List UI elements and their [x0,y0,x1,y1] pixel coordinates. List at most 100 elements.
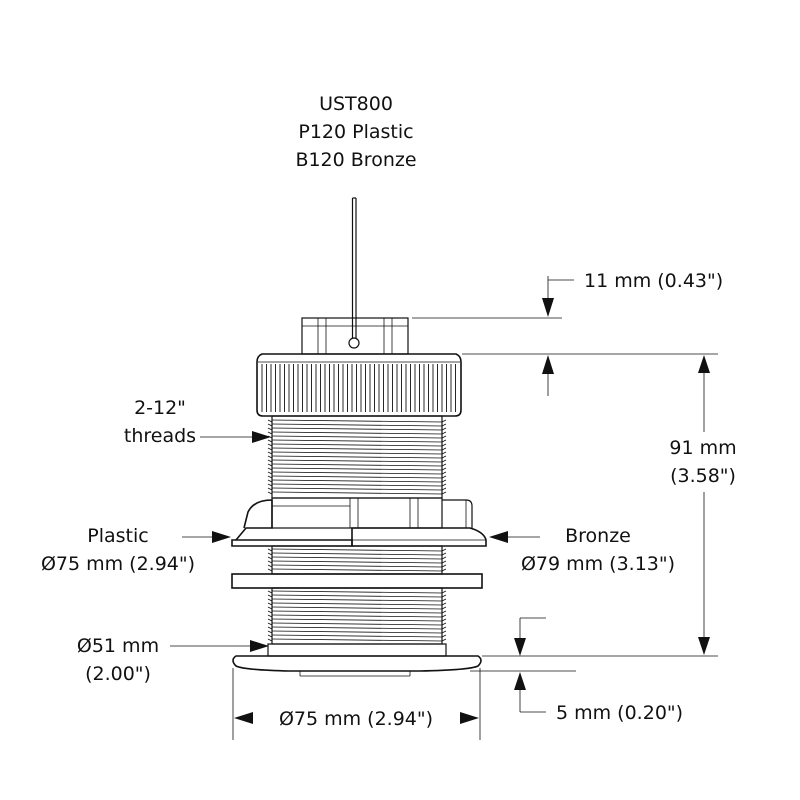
detail-line [267,471,273,475]
detail-line [441,427,447,431]
detail-line [267,491,273,495]
detail-line [267,548,273,552]
detail-line [271,630,443,634]
detail-line [441,455,447,459]
top-cap-height-label: 11 mm (0.43") [584,270,723,292]
dim-flange-width: Ø75 mm (2.94") [232,668,481,740]
bronze-callout: Bronze Ø79 mm (3.13") [489,525,675,575]
detail-line [441,435,447,439]
detail-line [271,459,443,463]
detail-line [267,463,273,467]
detail-line [271,491,443,495]
detail-line [441,602,447,606]
detail-line [267,594,273,598]
detail-line [267,606,273,610]
detail-line [441,459,447,463]
threads-word: threads [124,425,196,447]
detail-line [271,622,443,626]
detail-line [441,630,447,634]
plastic-callout: Plastic Ø75 mm (2.94") [41,525,231,575]
detail-line [267,598,273,602]
detail-line [267,614,273,618]
detail-line [267,447,273,451]
hull-washer [231,573,483,589]
detail-line [271,431,443,435]
detail-line [271,451,443,455]
threads-callout: 2-12" threads [124,397,271,447]
detail-line [441,491,447,495]
detail-line [441,439,447,443]
detail-line [441,463,447,467]
detail-line [267,568,273,572]
detail-line [271,479,443,483]
detail-line [271,590,443,594]
detail-line [271,467,443,471]
detail-line [441,618,447,622]
detail-line [441,622,447,626]
model-line-ust800: UST800 [319,93,393,115]
detail-line [271,552,443,556]
fairing-nut [231,499,487,547]
dim-overall-height: 91 mm (3.58") [462,353,737,657]
detail-line [271,455,443,459]
detail-line [267,556,273,560]
detail-line [271,602,443,606]
detail-line [271,556,443,560]
lower-threaded-shaft [267,587,447,657]
detail-line [267,560,273,564]
top-cap [301,317,409,355]
detail-line [271,560,443,564]
flange-height-label: 5 mm (0.20") [556,702,683,724]
model-line-p120: P120 Plastic [298,121,413,143]
detail-line [271,606,443,610]
detail-line [441,451,447,455]
detail-line [267,427,273,431]
bronze-diameter: Ø79 mm (3.13") [521,553,675,575]
detail-line [271,483,443,487]
detail-line [271,487,443,491]
detail-line [267,439,273,443]
detail-line [271,618,443,622]
detail-line [271,423,443,427]
detail-line [441,475,447,479]
detail-line [267,467,273,471]
detail-line [441,471,447,475]
detail-line [267,483,273,487]
detail-line [267,564,273,568]
detail-line [441,431,447,435]
detail-line [267,475,273,479]
cable [348,197,360,349]
detail-line [441,594,447,598]
detail-line [267,479,273,483]
detail-line [441,447,447,451]
shaft-diameter-in: (2.00") [85,663,151,685]
detail-line [271,443,443,447]
detail-line [267,443,273,447]
detail-line [271,594,443,598]
detail-line [271,427,443,431]
detail-line [271,435,443,439]
bottom-flange [232,655,482,677]
shaft-callout: Ø51 mm (2.00") [77,635,269,685]
threads-spec: 2-12" [134,397,186,419]
dim-top-cap: 11 mm (0.43") [412,270,723,396]
detail-line [267,419,273,423]
plastic-label: Plastic [87,525,148,547]
detail-line [271,419,443,423]
upper-threads [267,419,447,495]
detail-line [271,626,443,630]
detail-line [267,451,273,455]
detail-line [267,423,273,427]
detail-line [271,475,443,479]
detail-line [441,487,447,491]
detail-line [271,634,443,638]
detail-line [267,634,273,638]
model-label: UST800 P120 Plastic B120 Bronze [295,93,416,171]
detail-line [267,459,273,463]
detail-line [441,598,447,602]
detail-line [441,419,447,423]
bronze-label: Bronze [565,525,631,547]
detail-line [267,590,273,594]
detail-line [441,634,447,638]
